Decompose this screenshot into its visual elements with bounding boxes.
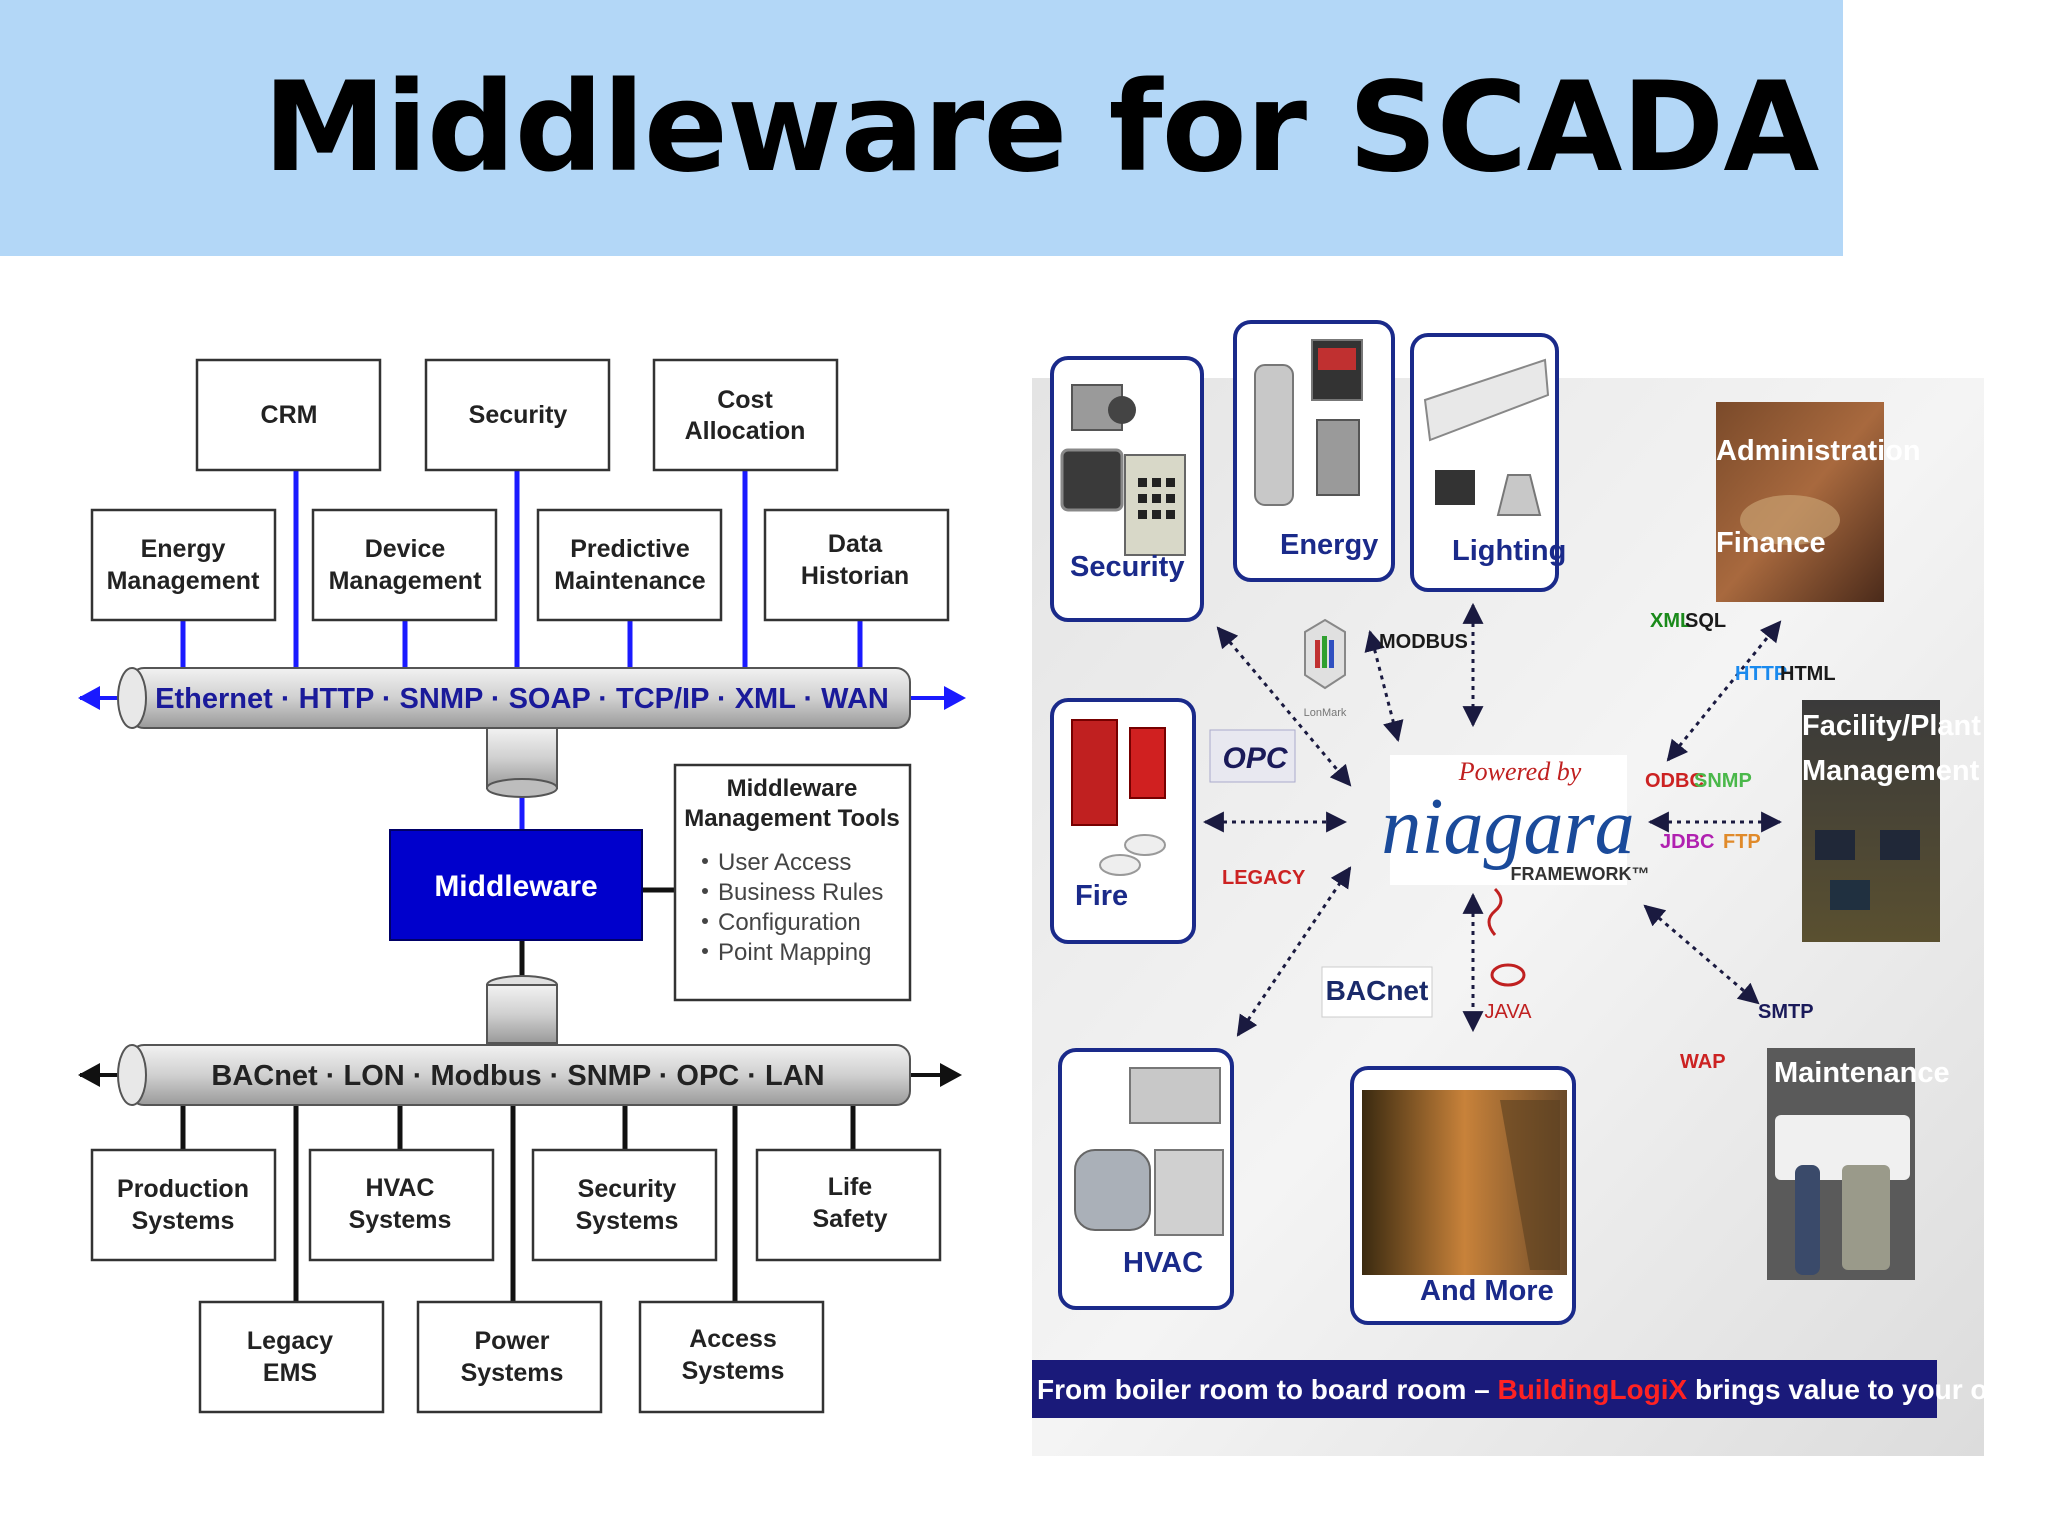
light-fixture-icon: [1423, 358, 1550, 442]
tile-hvac: HVAC: [1058, 1048, 1234, 1310]
protocol-snmp: SNMP: [1694, 770, 1752, 792]
protocol-http: HTTP: [1735, 663, 1787, 685]
photo-facility-plant: Facility/Plant Management: [1802, 700, 1981, 942]
tile-energy: Energy: [1233, 320, 1395, 582]
niagara-wordmark: niagara: [1381, 783, 1634, 871]
top-bus-label: Ethernet · HTTP · SNMP · SOAP · TCP/IP ·…: [155, 683, 889, 715]
fire-panel-icon: [1071, 719, 1118, 826]
tool-item: User Access: [718, 849, 851, 876]
tile-lighting-label: Lighting: [1452, 535, 1566, 567]
photo-administration-finance: Administration Finance: [1716, 402, 1921, 602]
tile-fire: Fire: [1050, 698, 1196, 944]
monitor-icon: [1060, 448, 1124, 512]
title-bar: [0, 0, 1843, 256]
powered-by-label: Powered by: [1458, 757, 1582, 786]
bacnet-label: BACnet: [1326, 975, 1429, 1006]
tile-and-more-label: And More: [1420, 1275, 1554, 1307]
tile-security: Security: [1050, 356, 1204, 622]
protocol-html: HTML: [1780, 663, 1836, 685]
right-niagara-diagram: Security Energy Lighting Fire: [1032, 320, 2048, 1456]
chiller-icon: [1074, 1149, 1151, 1231]
protocol-ftp: FTP: [1723, 831, 1761, 853]
keypad-icon: [1124, 454, 1186, 556]
protocol-wap: WAP: [1680, 1051, 1726, 1073]
protocol-modbus: MODBUS: [1379, 631, 1468, 653]
tile-security-label: Security: [1070, 551, 1184, 583]
box-crm: CRM: [261, 401, 318, 429]
protocol-xml: XML: [1650, 610, 1692, 632]
svg-text:Security: Security: [469, 401, 568, 429]
opc-logo: OPC: [1209, 729, 1296, 783]
tile-and-more: And More: [1350, 1066, 1576, 1325]
meter-icon: [1254, 364, 1294, 506]
tile-hvac-label: HVAC: [1123, 1247, 1203, 1279]
mobile-phone-icon: [1795, 1165, 1820, 1275]
java-label: JAVA: [1484, 1001, 1532, 1023]
lonmark-logo: LonMark: [1304, 618, 1347, 719]
photo-maintenance: Maintenance: [1767, 1048, 1950, 1280]
tool-item: Configuration: [718, 909, 861, 936]
framework-label: FRAMEWORK™: [1511, 864, 1650, 884]
tagline-text: From boiler room to board room – Buildin…: [1037, 1374, 2048, 1405]
tool-item: Point Mapping: [718, 939, 871, 966]
box-security: Security: [469, 401, 568, 429]
java-cup-icon: [1490, 963, 1526, 987]
facility-label: Facility/Plant: [1802, 710, 1981, 742]
niagara-logo: Powered by niagara FRAMEWORK™: [1381, 755, 1649, 885]
finance-label: Finance: [1716, 527, 1826, 559]
protocol-sql: SQL: [1685, 610, 1726, 632]
bottom-bus-pipe: BACnet · LON · Modbus · SNMP · OPC · LAN: [78, 1044, 962, 1106]
protocol-jdbc: JDBC: [1660, 831, 1714, 853]
opc-label: OPC: [1222, 742, 1288, 775]
tagline-bar: From boiler room to board room – Buildin…: [1032, 1360, 2048, 1418]
lonmark-label: LonMark: [1304, 707, 1347, 719]
middleware-box: [389, 829, 643, 941]
tile-fire-label: Fire: [1075, 880, 1128, 912]
java-logo: JAVA: [1484, 887, 1532, 1023]
protocol-smtp: SMTP: [1758, 1001, 1814, 1023]
tile-energy-label: Energy: [1280, 529, 1378, 561]
handheld-device-icon: [1842, 1165, 1890, 1270]
middleware-label: Middleware: [434, 870, 597, 903]
air-handler-icon: [1129, 1067, 1221, 1124]
tile-lighting: Lighting: [1410, 333, 1566, 592]
protocol-odbc: ODBC: [1645, 770, 1704, 792]
maintenance-label: Maintenance: [1774, 1057, 1950, 1089]
top-connector-cylinder: [486, 727, 558, 798]
tool-item: Business Rules: [718, 879, 883, 906]
svg-text:CRM: CRM: [261, 401, 318, 429]
fire-alarm-icon: [1129, 727, 1166, 799]
protocol-legacy: LEGACY: [1222, 867, 1306, 889]
van-icon: [1775, 1115, 1910, 1180]
bottom-connector-cylinder: [486, 975, 558, 1044]
top-bus-pipe: Ethernet · HTTP · SNMP · SOAP · TCP/IP ·…: [78, 667, 966, 729]
management-label: Management: [1802, 755, 1980, 787]
admin-label: Administration: [1716, 435, 1921, 467]
bottom-bus-label: BACnet · LON · Modbus · SNMP · OPC · LAN: [211, 1060, 824, 1092]
page-title: Middleware for SCADA: [263, 56, 1819, 200]
bacnet-logo: BACnet: [1321, 966, 1433, 1018]
